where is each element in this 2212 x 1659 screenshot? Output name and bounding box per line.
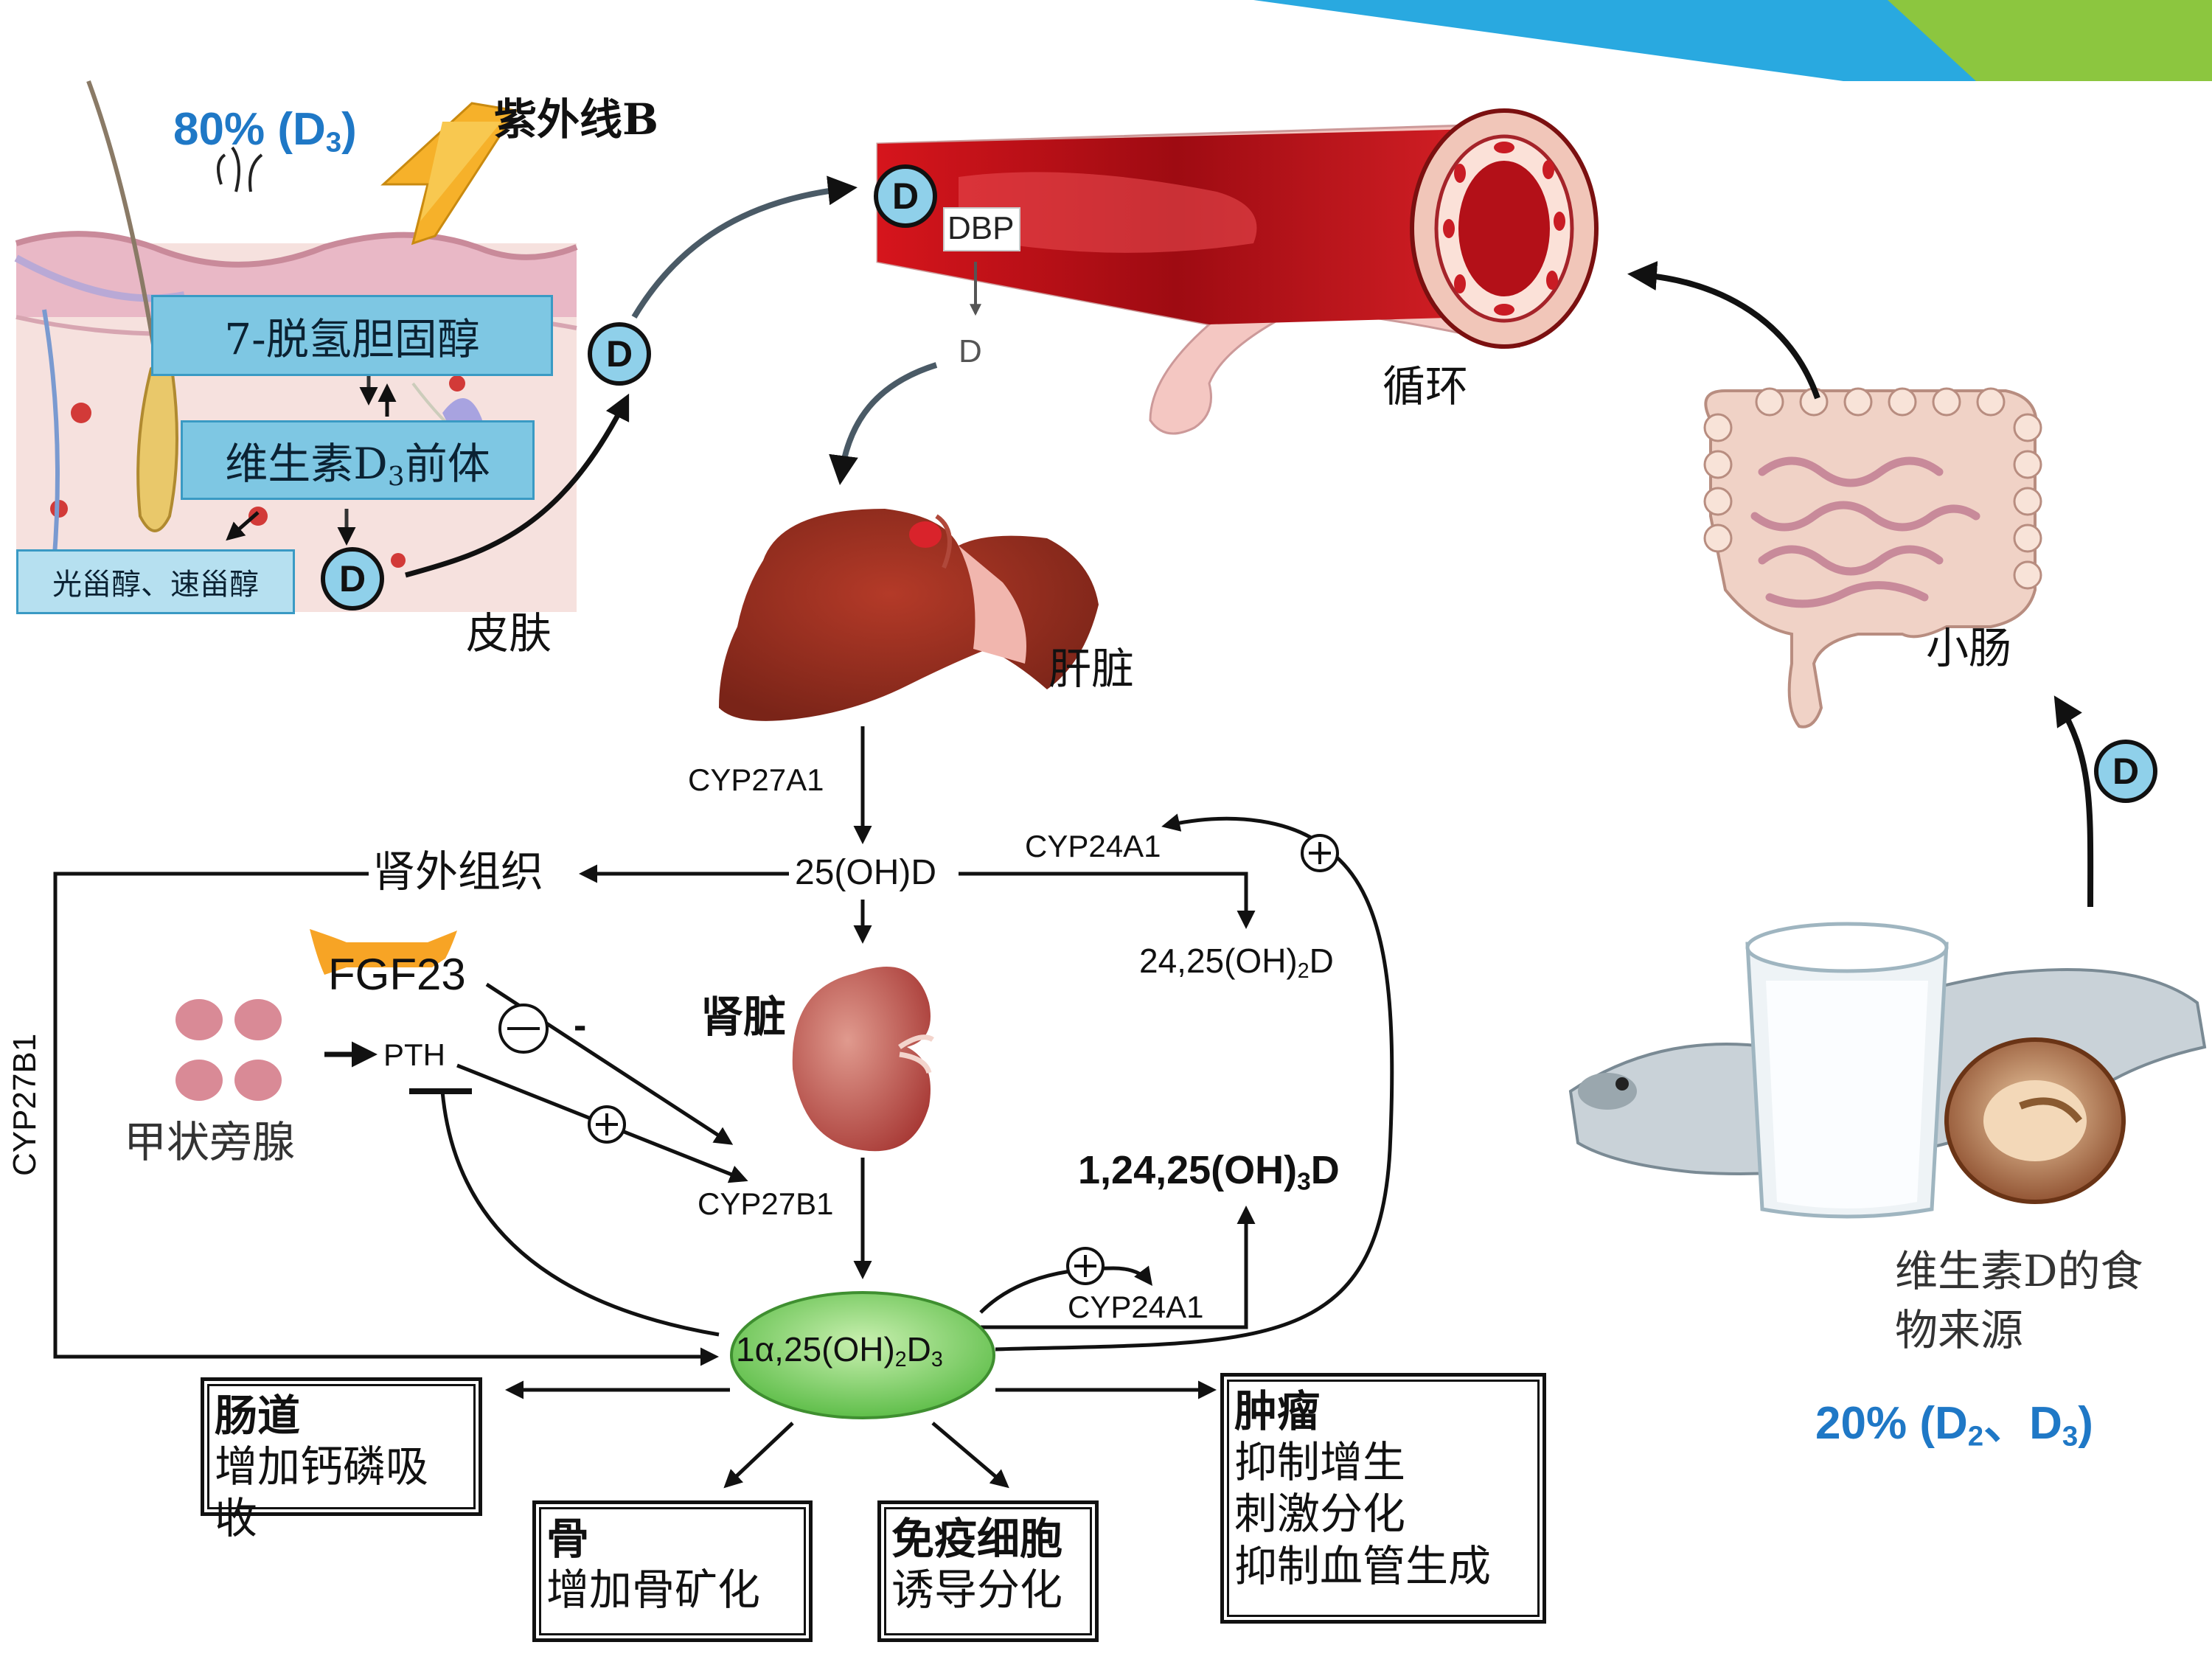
diet-percent: 20% (D2、D3) [1815,1398,2093,1453]
cyp24a1-top-label: CYP24A1 [1025,829,1161,863]
liver-label: 肝脏 [1048,644,1135,694]
blood-vessel-illustration [829,108,1599,485]
vitamin-d-ball-skin: D [588,322,651,386]
vitamin-d-ball-text: D [891,175,919,217]
vitamin-d-ball-diet: D [2094,740,2157,803]
12425ohd-label: 1,24,25(OH)3D [1078,1148,1340,1196]
vitamin-d-ball-skin-lower: D [321,547,384,611]
gut-effect: 增加钙磷吸收 [215,1441,429,1544]
lumisterol-text: 光甾醇、速甾醇 [52,568,259,602]
parathyroid-glands [175,999,282,1101]
cyp27b1-kidney-label: CYP27B1 [698,1186,834,1221]
free-d-label: D [959,333,982,369]
tumor-effect-3: 抑制血管生成 [1234,1541,1492,1592]
circulation-label: 循环 [1382,361,1469,411]
food-source-line2: 物来源 [1895,1305,2024,1355]
bone-title: 骨 [546,1514,590,1564]
7-dehydrocholesterol-text: 7-脱氢胆固醇 [224,314,480,364]
intestine-illustration [1703,387,2042,728]
calcitriol-label: 1α,25(OH)2D3 [736,1330,943,1372]
corner-banner [1253,0,2212,81]
pathway-arrows [53,813,1394,1489]
2425ohd-label: 24,25(OH)2D [1139,942,1334,984]
skin-label: 皮肤 [466,608,552,658]
cyp24a1-bottom-label: CYP24A1 [1068,1290,1204,1324]
pth-label: PTH [383,1037,445,1072]
fgf23-label: FGF23 [328,950,466,999]
kidney-label: 肾脏 [700,992,787,1042]
food-sources-illustration [1568,922,2207,1219]
dbp-label: DBP [947,210,1015,246]
extrarenal-tissue-label: 肾外组织 [372,846,544,897]
vitamin-d-ball-text: D [605,333,633,375]
vitamin-d-ball-vessel: D [874,164,937,228]
liver-illustration [719,509,1099,721]
fgf23-inhibit-sign: - [574,1004,587,1047]
tumor-effect-2: 刺激分化 [1234,1489,1406,1540]
immune-effect: 诱导分化 [891,1564,1063,1615]
tumor-effect-1: 抑制增生 [1234,1436,1406,1487]
bone-effect: 增加骨矿化 [546,1564,761,1615]
vitamin-d-ball-text: D [338,558,366,599]
lumisterol-box: 光甾醇、速甾醇 [16,549,295,614]
cyp27a1-label: CYP27A1 [688,762,824,797]
skin-synthesis-percent: 80% (D3) [173,104,357,159]
tumor-title: 肿瘤 [1234,1386,1321,1436]
target-box-tumor: 肿瘤 抑制增生 刺激分化 抑制血管生成 [1220,1373,1546,1624]
food-source-line1: 维生素D的食 [1895,1246,2143,1296]
target-box-bone: 骨 增加骨矿化 [532,1500,813,1642]
uvb-label: 紫外线B [494,94,659,145]
previtamin-d3-box: 维生素D3前体 [181,420,535,500]
parathyroid-label: 甲状旁腺 [124,1117,296,1167]
kidney-illustration [792,967,934,1152]
fgf23-highlight [310,929,457,975]
gut-title: 肠道 [215,1391,301,1441]
vitamin-d-ball-text: D [2112,751,2140,792]
25ohd-label: 25(OH)D [795,853,937,892]
small-intestine-label: 小肠 [1926,623,2012,673]
calcitriol-ellipse [730,1291,995,1419]
7-dehydrocholesterol-box: 7-脱氢胆固醇 [151,295,553,376]
target-box-immune: 免疫细胞 诱导分化 [877,1500,1099,1642]
previtamin-d3-text: 维生素D3前体 [225,438,490,492]
immune-title: 免疫细胞 [891,1514,1063,1564]
target-box-gut: 肠道 增加钙磷吸收 [201,1377,482,1543]
regulation-symbols [498,834,1339,1285]
cyp27b1-side-label: CYP27B1 [7,1033,43,1176]
